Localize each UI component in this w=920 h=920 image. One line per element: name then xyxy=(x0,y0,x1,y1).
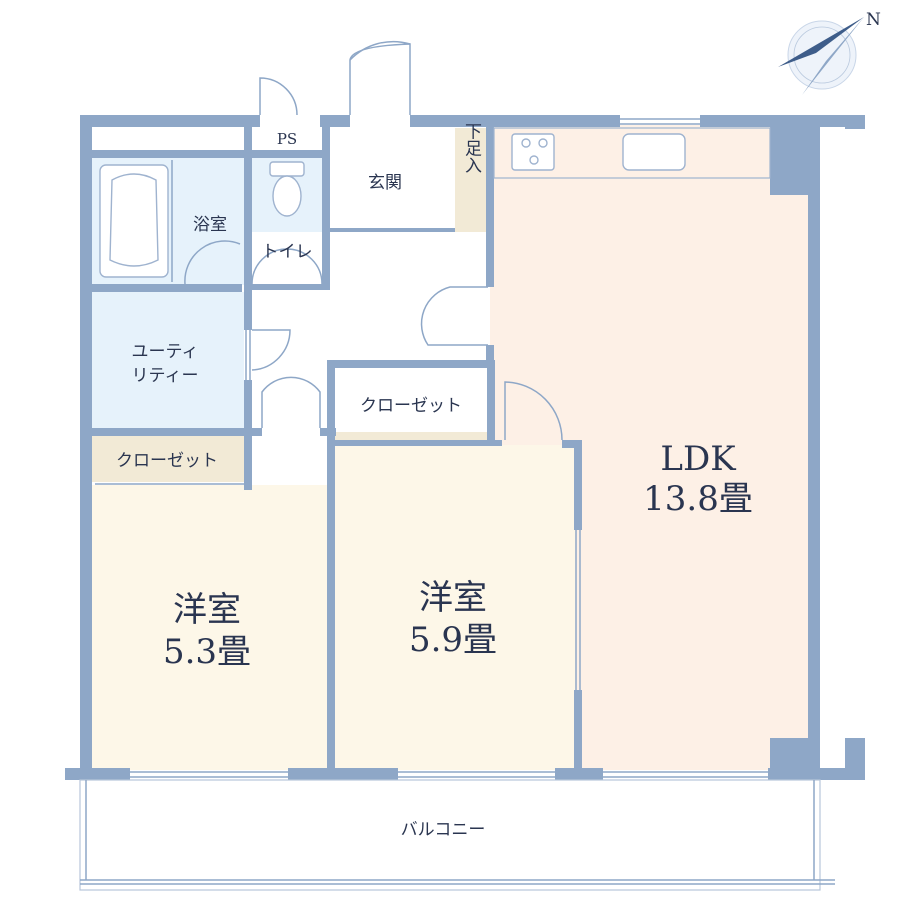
wall xyxy=(330,228,455,232)
sink xyxy=(622,133,686,171)
labels: PS 玄関 下足入 浴室 トイレ ユーティ リティー クローゼット クローゼット… xyxy=(116,123,753,841)
room-label-closet-center: クローゼット xyxy=(360,396,462,416)
wall xyxy=(92,150,324,158)
wall xyxy=(574,690,582,780)
room-label-western-left-name: 洋室 xyxy=(173,590,241,630)
western-room-center-floor xyxy=(335,445,575,770)
openings xyxy=(95,118,768,778)
walls xyxy=(65,115,865,780)
wall xyxy=(92,284,242,292)
room-label-ps: PS xyxy=(277,130,297,148)
wall xyxy=(327,440,502,446)
room-label-shoe-storage: 下足入 xyxy=(461,123,482,174)
wall xyxy=(486,127,494,287)
wall xyxy=(808,115,820,780)
utility-floor xyxy=(92,292,244,428)
wall xyxy=(486,345,494,363)
compass-label: N xyxy=(866,10,881,30)
wall xyxy=(244,127,252,289)
wall xyxy=(80,115,92,780)
wall xyxy=(244,290,252,330)
room-label-balcony: バルコニー xyxy=(401,820,486,840)
wall xyxy=(562,440,582,448)
closet-left-floor xyxy=(92,435,244,482)
room-label-bath: 浴室 xyxy=(193,215,227,235)
wall xyxy=(80,115,260,127)
column xyxy=(770,738,820,780)
room-label-closet-left: クローゼット xyxy=(116,451,218,471)
wall xyxy=(574,440,582,530)
wall xyxy=(244,380,252,430)
wall xyxy=(320,428,336,436)
column xyxy=(845,115,865,129)
room-label-toilet: トイレ xyxy=(262,242,313,262)
wall xyxy=(92,428,252,436)
room-label-western-center-name: 洋室 xyxy=(419,578,487,618)
doors xyxy=(184,40,563,441)
kitchen-counter xyxy=(493,127,771,179)
column xyxy=(845,738,865,780)
wall xyxy=(327,360,335,780)
room-label-utility-line1: ユーティ xyxy=(132,342,199,362)
room-label-genkan: 玄関 xyxy=(368,173,402,193)
wall xyxy=(252,428,262,436)
column xyxy=(770,115,820,195)
wall xyxy=(288,768,398,780)
hall-floor xyxy=(252,232,488,432)
floors xyxy=(92,125,810,770)
room-label-western-left-size: 5.3畳 xyxy=(163,632,251,672)
toilet-tank xyxy=(269,161,305,177)
wall xyxy=(327,360,495,368)
shoe-storage-floor xyxy=(455,128,488,233)
room-label-western-center-size: 5.9畳 xyxy=(409,620,497,660)
compass: N xyxy=(778,10,881,95)
wall xyxy=(410,115,620,127)
wall xyxy=(65,768,130,780)
wall xyxy=(244,428,252,490)
wall xyxy=(487,360,495,445)
wall xyxy=(244,284,330,290)
balcony-outline xyxy=(79,779,821,891)
fixtures xyxy=(79,127,835,891)
room-label-ldk-size: 13.8畳 xyxy=(643,479,753,519)
stove xyxy=(511,133,555,171)
wall xyxy=(320,115,350,127)
toilet-bowl xyxy=(272,175,302,217)
wall xyxy=(322,127,330,289)
western-room-left-floor xyxy=(92,485,327,770)
room-label-ldk-name: LDK xyxy=(660,439,736,479)
room-label-utility-line2: リティー xyxy=(132,366,199,386)
compass-needle-icon xyxy=(778,17,864,67)
